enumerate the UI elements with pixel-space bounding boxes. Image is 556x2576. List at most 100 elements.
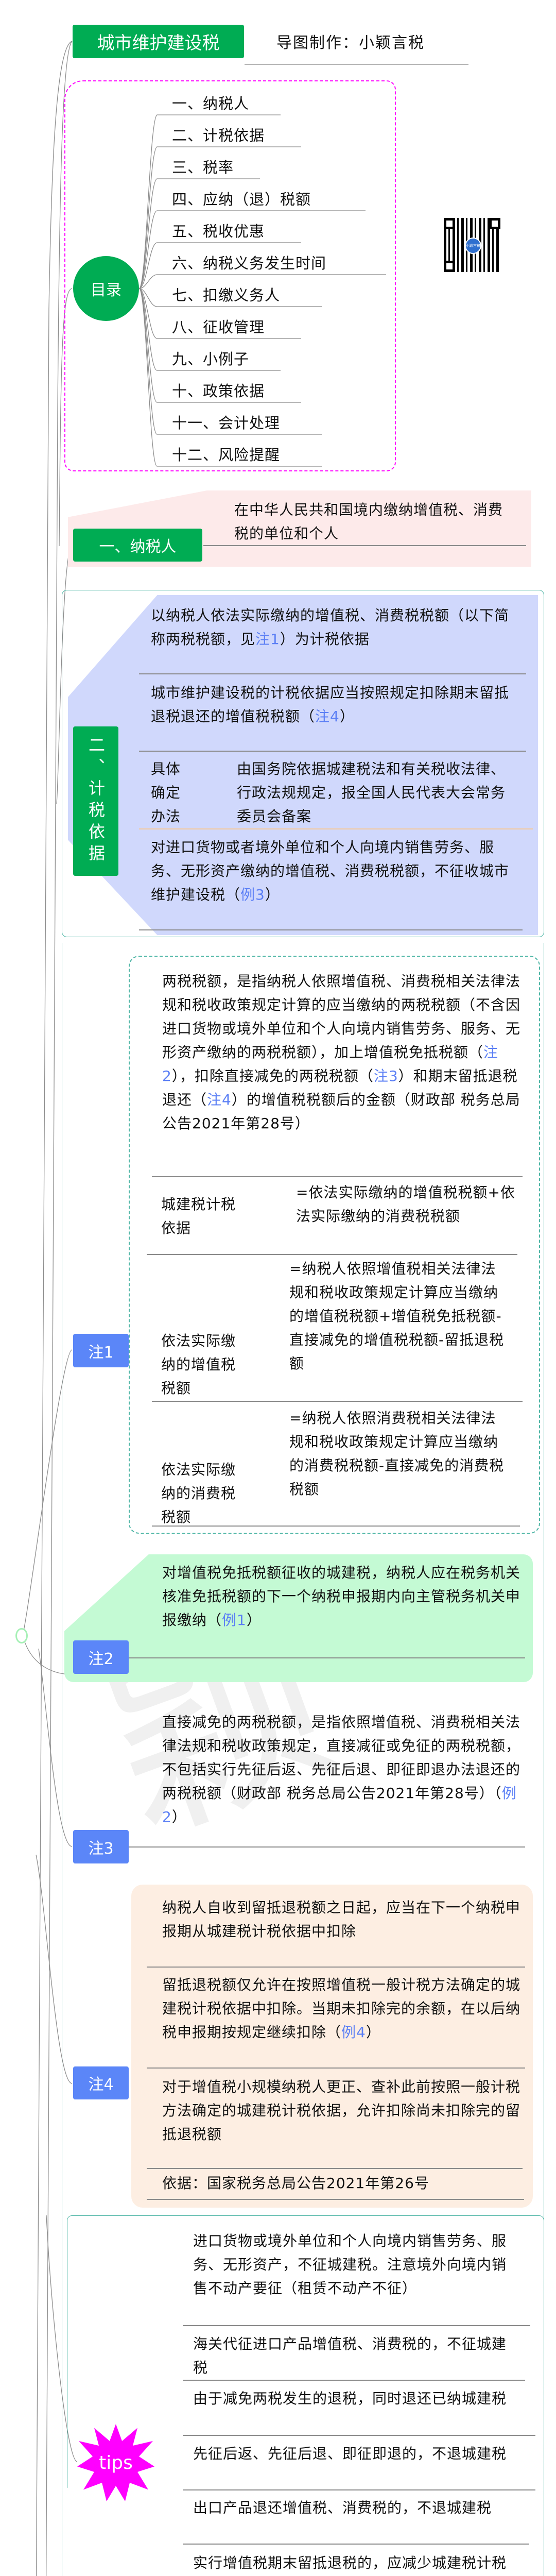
text: ）	[246, 1612, 262, 1629]
text: ）	[171, 1808, 187, 1825]
divider	[129, 1846, 525, 1848]
toc-item-3[interactable]: 三、税率	[172, 159, 234, 176]
ref-link-example3[interactable]: 例3	[240, 886, 265, 903]
ref-link-note1[interactable]: 注1	[255, 631, 280, 648]
text: ）	[339, 708, 355, 725]
s1-label[interactable]: 一、纳税人	[73, 529, 202, 562]
divider	[139, 751, 526, 752]
divider	[183, 2435, 535, 2436]
text: ）为计税依据	[280, 631, 370, 648]
toc-item-11[interactable]: 十一、会计处理	[172, 414, 281, 432]
text: 城市维护建设税的计税依据应当按照规定扣除期末留抵退税退还的增值税税额（	[151, 684, 510, 725]
n3-label[interactable]: 注3	[73, 1830, 129, 1863]
s2-outline	[62, 590, 544, 937]
root-title-text: 城市维护建设税	[97, 33, 220, 54]
divider	[139, 828, 533, 829]
toc-group	[64, 80, 396, 471]
divider	[183, 2380, 525, 2381]
n1-row-1-value: =依法实际缴纳的增值税税额+依法实际缴纳的消费税税额	[296, 1184, 515, 1225]
qr-code: 小颖言税	[444, 218, 500, 272]
n4-label-text: 注4	[88, 2076, 114, 2094]
tips-item-3: 由于减免两税发生的退税，同时退还已纳城建税	[193, 2390, 507, 2407]
n4-bg	[131, 1885, 533, 2208]
text: ）和期末留抵退税退还（	[162, 1067, 518, 1108]
n1-row-3-value: =纳税人依照消费税相关法律法规和税收政策规定计算应当缴纳的消费税税额-直接减免的…	[289, 1410, 505, 1498]
s2-item-3-label: 具体确定办法	[151, 760, 181, 825]
toc-item-5[interactable]: 五、税收优惠	[172, 223, 265, 240]
ref-link-note3[interactable]: 注3	[373, 1067, 398, 1084]
ref-link-note4[interactable]: 注4	[315, 708, 340, 725]
n1-row-1-label: 城建税计税依据	[161, 1196, 236, 1236]
tips-item-2: 海关代征进口产品增值税、消费税的，不征城建税	[193, 2335, 507, 2376]
tips-item-1: 进口货物或境外单位和个人向境内销售劳务、服务、无形资产，不征城建税。注意境外向境…	[193, 2232, 507, 2297]
n1-label[interactable]: 注1	[73, 1334, 129, 1367]
divider	[147, 1254, 517, 1255]
n4-item-1: 纳税人自收到留抵退税额之日起，应当在下一个纳税申报期从城建税计税依据中扣除	[162, 1899, 521, 1940]
tips-item-5: 出口产品退还增值税、消费税的，不退城建税	[193, 2499, 492, 2516]
toc-item-2[interactable]: 二、计税依据	[172, 127, 265, 144]
s2-label-text: 二、计税依据	[86, 736, 106, 866]
s2-item-4: 对进口货物或者境外单位和个人向境内销售劳务、服务、无形资产缴纳的增值税、消费税税…	[151, 836, 522, 907]
divider	[183, 2544, 529, 2545]
toc-item-1[interactable]: 一、纳税人	[172, 95, 250, 112]
divider	[183, 2489, 535, 2490]
ref-link-note4[interactable]: 注4	[207, 1091, 232, 1108]
n3-text: 直接减免的两税税额，是指依照增值税、消费税相关法律法规和税收政策规定，直接减征或…	[162, 1710, 523, 1829]
tips-outline	[67, 2215, 544, 2576]
divider	[139, 929, 523, 930]
ref-link-example2[interactable]: 例2	[162, 1785, 517, 1825]
ref-link-note2[interactable]: 注2	[162, 1044, 499, 1084]
s2-label[interactable]: 二、计税依据	[73, 726, 118, 876]
divider	[152, 1176, 523, 1177]
text: ）	[366, 2024, 381, 2041]
toc-item-9[interactable]: 九、小例子	[172, 350, 250, 368]
s2-item-2: 城市维护建设税的计税依据应当按照规定扣除期末留抵退税退还的增值税税额（注4）	[151, 681, 522, 728]
ref-link-example4[interactable]: 例4	[341, 2024, 366, 2041]
n1-group	[129, 956, 540, 1534]
s1-text: 在中华人民共和国境内缴纳增值税、消费税的单位和个人	[234, 501, 503, 542]
toc-item-12[interactable]: 十二、风险提醒	[172, 446, 281, 464]
qr-finder-tr	[489, 218, 500, 229]
n1-label-text: 注1	[88, 1343, 114, 1362]
qr-logo-text: 小颖言税	[466, 244, 480, 248]
s2-item-3-text: 由国务院依据城建税法和有关税收法律、行政法规规定，报全国人民代表大会常务委员会备…	[237, 760, 506, 825]
s1-label-text: 一、纳税人	[99, 538, 177, 556]
n1-row-2-value: =纳税人依照增值税相关法律法规和税收政策规定计算应当缴纳的增值税税额+增值税免抵…	[289, 1260, 505, 1372]
divider	[183, 2325, 530, 2326]
author-credit: 导图制作：小颖言税	[276, 34, 425, 52]
text: ），扣除直接减免的两税税额（	[171, 1067, 374, 1084]
tips-item-6: 实行增值税期末留抵退税的，应减少城建税计税依据	[193, 2554, 507, 2571]
divider	[147, 2168, 523, 2169]
text: 以纳税人依法实际缴纳的增值税、消费税税额（以下简称两税税额，见	[151, 607, 510, 648]
text: 对进口货物或者境外单位和个人向境内销售劳务、服务、无形资产缴纳的增值税、消费税税…	[151, 839, 510, 903]
toc-item-8[interactable]: 八、征收管理	[172, 318, 265, 336]
text: ）	[265, 886, 280, 903]
divider	[147, 2199, 524, 2200]
divider	[203, 545, 526, 546]
n1-row-2-label: 依法实际缴纳的增值税税额	[161, 1332, 236, 1397]
toc-item-7[interactable]: 七、扣缴义务人	[172, 286, 281, 304]
divider	[152, 1526, 520, 1527]
collapse-toggle[interactable]	[15, 1628, 28, 1643]
text: ）的增值税税额后的金额（财政部 税务总局公告2021年第28号）	[162, 1091, 520, 1132]
toc-item-6[interactable]: 六、纳税义务发生时间	[172, 255, 327, 272]
n4-label[interactable]: 注4	[73, 2066, 129, 2099]
n2-label[interactable]: 注2	[73, 1640, 129, 1674]
ref-link-example1[interactable]: 例1	[222, 1612, 247, 1629]
n4-item-4: 依据：国家税务总局公告2021年第26号	[162, 2175, 429, 2192]
n2-text: 对增值税免抵税额征收的城建税，纳税人应在税务机关核准免抵税额的下一个纳税申报期内…	[162, 1561, 523, 1632]
n4-item-2: 留抵退税额仅允许在按照增值税一般计税方法确定的城建税计税依据中扣除。当期未扣除完…	[162, 1973, 523, 2044]
n2-bg	[64, 1554, 533, 1682]
s2-item-1: 以纳税人依法实际缴纳的增值税、消费税税额（以下简称两税税额，见注1）为计税依据	[151, 604, 522, 651]
divider	[152, 1401, 523, 1402]
qr-finder-bl	[444, 261, 455, 272]
text: 两税税额，是指纳税人依照增值税、消费税相关法律法规和税收政策规定计算的应当缴纳的…	[162, 973, 521, 1061]
tips-item-4: 先征后返、先征后退、即征即退的，不退城建税	[193, 2445, 507, 2462]
root-title[interactable]: 城市维护建设税	[73, 25, 244, 58]
toc-node[interactable]: 目录	[73, 256, 139, 321]
divider	[147, 1967, 525, 1968]
toc-item-10[interactable]: 十、政策依据	[172, 382, 265, 400]
tips-label: tips	[99, 2452, 133, 2473]
divider	[139, 673, 526, 674]
toc-item-4[interactable]: 四、应纳（退）税额	[172, 191, 311, 208]
